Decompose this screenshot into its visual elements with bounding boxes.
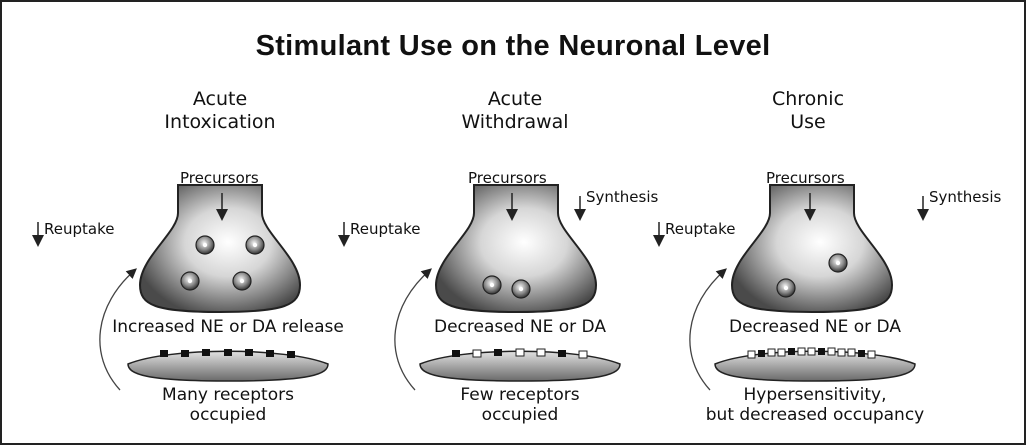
panel-1-receptor-line2: occupied	[88, 405, 368, 425]
panel-3-receptor-line2: but decreased occupancy	[675, 405, 955, 425]
panel-2-synthesis-label: Synthesis	[586, 188, 658, 206]
panel-3-reuptake-label: Reuptake	[665, 220, 735, 238]
panel-2-postsynaptic-membrane	[420, 349, 620, 381]
panel-1-postsynaptic-membrane	[128, 349, 328, 381]
panel-2-reuptake-label: Reuptake	[350, 220, 420, 238]
panel-3-release-label: Decreased NE or DA	[675, 317, 955, 337]
panel-3-synthesis-label: Synthesis	[929, 188, 1001, 206]
panel-3-terminal	[732, 185, 892, 312]
panel-1-precursors-label: Precursors	[180, 169, 259, 187]
panel-2-receptor-line1: Few receptors	[380, 385, 660, 405]
panel-1-receptor-line1: Many receptors	[88, 385, 368, 405]
panel-1-receptor-caption: Many receptors occupied	[88, 385, 368, 425]
panel-3-receptor-line1: Hypersensitivity,	[675, 385, 955, 405]
panel-2-release-label: Decreased NE or DA	[380, 317, 660, 337]
panel-3-precursors-label: Precursors	[766, 169, 845, 187]
panel-1-release-label: Increased NE or DA release	[88, 317, 368, 337]
panel-3-postsynaptic-membrane	[715, 348, 915, 381]
panel-1-reuptake-label: Reuptake	[44, 220, 114, 238]
panel-2-precursors-label: Precursors	[468, 169, 547, 187]
panel-1-terminal	[140, 185, 300, 312]
panel-2-receptor-line2: occupied	[380, 405, 660, 425]
panel-3-receptor-caption: Hypersensitivity, but decreased occupanc…	[675, 385, 955, 425]
panel-2-receptor-caption: Few receptors occupied	[380, 385, 660, 425]
